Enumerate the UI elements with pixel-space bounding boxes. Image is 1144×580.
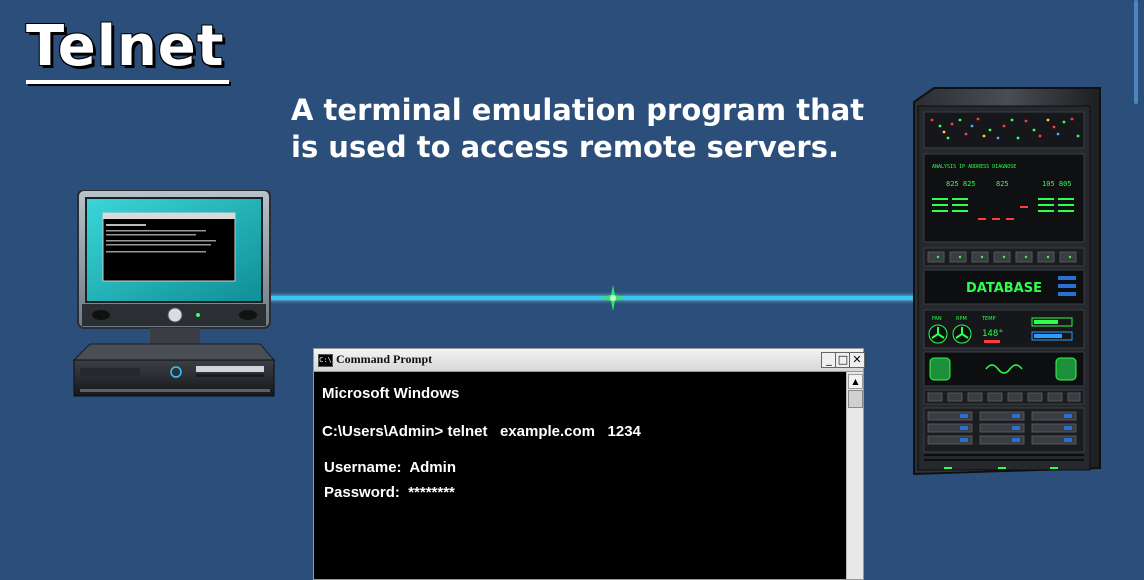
terminal-output[interactable]: Microsoft Windows C:\Users\Admin> telnet… xyxy=(314,372,846,579)
title-underline xyxy=(26,80,229,84)
server-readout-2: 825 xyxy=(996,180,1009,188)
server-readout-1: 825 825 xyxy=(946,180,976,188)
page-scrollbar[interactable] xyxy=(1134,0,1138,104)
close-button[interactable]: ✕ xyxy=(849,352,865,368)
terminal-command-line: C:\Users\Admin> telnet example.com 1234 xyxy=(322,423,641,440)
rpm-label: RPM xyxy=(956,316,967,322)
terminal-icon: C:\ xyxy=(318,354,333,367)
terminal-password-line: Password: ******** xyxy=(324,484,455,501)
minimize-button[interactable]: _ xyxy=(821,352,837,368)
page-title: Telnet xyxy=(26,14,225,79)
client-computer xyxy=(72,189,277,400)
computer-icon xyxy=(72,189,276,397)
database-server: ANALYSIS IP ADDRESS DIAGNOSE 825 825 825… xyxy=(908,86,1104,478)
scroll-up-arrow-icon[interactable]: ▲ xyxy=(848,374,863,389)
command-prompt-window[interactable]: C:\ Command Prompt _ □ ✕ Microsoft Windo… xyxy=(313,348,865,580)
window-scrollbar[interactable]: ▲ xyxy=(846,372,863,579)
subtitle-line-1: A terminal emulation program that xyxy=(291,93,865,127)
server-rack-icon: ANALYSIS IP ADDRESS DIAGNOSE 825 825 825… xyxy=(913,87,1101,476)
scroll-thumb[interactable] xyxy=(848,390,863,408)
temp-label: TEMP xyxy=(981,316,996,322)
fan-label: FAN xyxy=(932,316,942,322)
terminal-username-line: Username: Admin xyxy=(324,459,456,476)
temp-value: 148° xyxy=(982,329,1004,339)
terminal-header-line: Microsoft Windows xyxy=(322,385,460,402)
subtitle: A terminal emulation program that is use… xyxy=(291,92,864,166)
server-database-label: DATABASE xyxy=(966,281,1042,296)
network-cable xyxy=(268,296,918,300)
server-readout-3: 105 805 xyxy=(1042,180,1072,188)
data-spark-icon xyxy=(600,285,626,311)
window-title: Command Prompt xyxy=(336,352,433,366)
subtitle-line-2: is used to access remote servers. xyxy=(291,130,839,164)
svg-text:ANALYSIS IP ADDRESS DIAGNO: ANALYSIS IP ADDRESS DIAGNOSE xyxy=(932,164,1016,170)
window-titlebar[interactable]: C:\ Command Prompt _ □ ✕ xyxy=(314,349,865,372)
